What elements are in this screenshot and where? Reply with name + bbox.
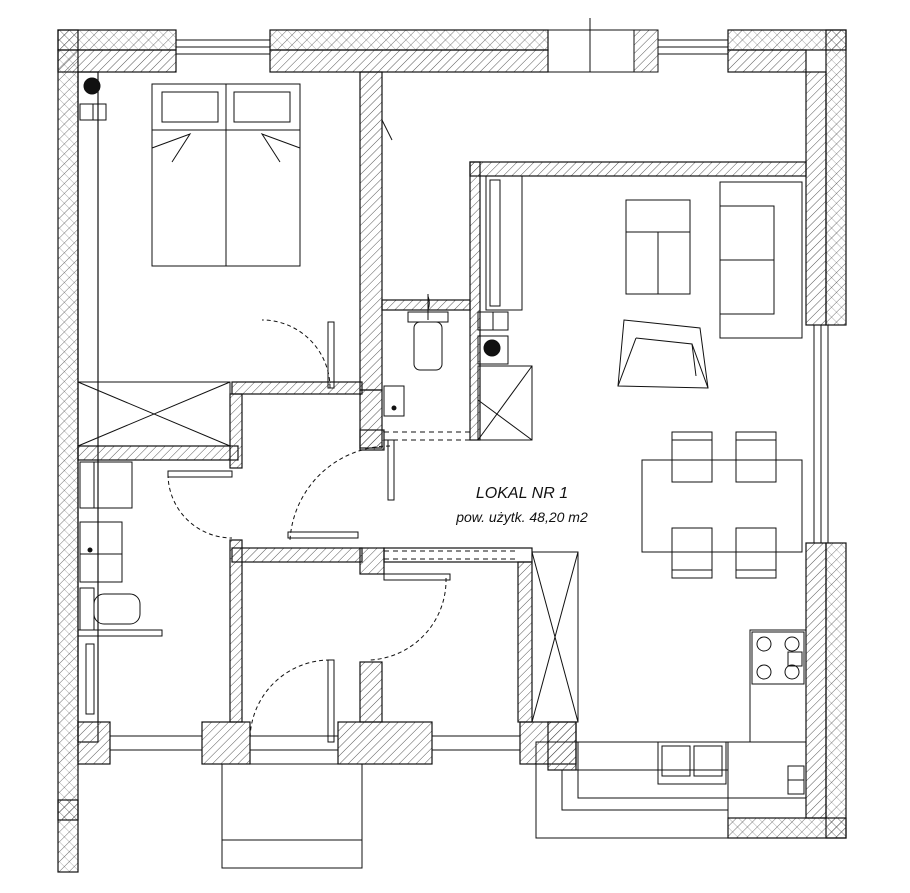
dining-table — [641, 459, 803, 553]
duvet-fold-left — [151, 133, 192, 163]
bathroom-shelf — [77, 629, 163, 637]
wall-pier-center — [359, 547, 385, 575]
tv-cabinet — [485, 175, 523, 311]
kitchen — [577, 629, 807, 799]
partition-mark-1 — [381, 119, 393, 141]
wardrobe-cross-2 — [77, 381, 231, 447]
towel-radiator — [85, 643, 95, 715]
sink-drain-icon — [391, 405, 397, 411]
wall-bedroom-right — [359, 71, 383, 391]
door-bathroom-leaf — [167, 470, 233, 478]
wall-wc-corner — [359, 429, 385, 451]
burner-1-icon — [756, 636, 772, 652]
bottom-wall-pier-3 — [337, 721, 433, 765]
wall-living-top — [469, 161, 807, 177]
top-wall-mid — [269, 49, 549, 73]
stair-well — [531, 551, 579, 723]
dining-chair-3 — [671, 527, 713, 579]
chimney-top — [633, 29, 659, 73]
entrance-terrace — [221, 365, 729, 869]
bottom-wall-pier-2 — [201, 721, 251, 765]
toilet-bowl — [413, 321, 443, 371]
ventilation-icon — [83, 77, 101, 95]
cooktop-control — [787, 651, 803, 667]
partition-marks — [381, 119, 471, 300]
door-bedroom-arc — [261, 319, 331, 389]
top-wall-right — [727, 49, 807, 73]
balcony-inner — [561, 769, 729, 811]
ventilation-icon-living — [483, 339, 501, 357]
left-wall-bottom-insulation — [57, 799, 79, 873]
washing-machine-panel — [79, 461, 95, 509]
door-bathroom-arc — [167, 473, 233, 539]
sink-bowl-1 — [661, 745, 691, 777]
wall-hall-left-upper — [229, 393, 243, 469]
unit-area-label: pow. użytk. 48,20 m2 — [455, 509, 588, 525]
door-bedroom-leaf — [327, 321, 335, 389]
wardrobe — [77, 381, 231, 447]
left-wall-insulation — [57, 29, 79, 821]
burner-4-icon — [784, 664, 800, 680]
right-wall-insulation-top — [825, 29, 847, 326]
wall-wardrobe-bottom — [77, 445, 239, 461]
hall-cabinet — [477, 365, 533, 441]
dining-chair-4 — [735, 527, 777, 579]
shower-tray — [79, 521, 123, 583]
entrance-canopy — [221, 763, 363, 869]
wall-room2-right — [359, 661, 383, 723]
wall-balcony-pier — [547, 721, 577, 771]
windows — [109, 18, 829, 751]
right-wall-bottom — [805, 542, 827, 819]
door-entrance-leaf — [327, 659, 335, 743]
kitchen-counter-bottom — [577, 741, 807, 799]
stair-diag-2 — [531, 551, 579, 723]
interior-walls — [77, 71, 807, 771]
burner-2-icon — [784, 636, 800, 652]
right-wall-insulation-bottom — [825, 542, 847, 839]
living-room — [477, 175, 803, 579]
wall-hall-left-lower — [229, 539, 243, 723]
boiler-box — [477, 335, 509, 365]
door-hall-leaf-2 — [287, 531, 359, 539]
door-room2-arc — [369, 577, 447, 661]
cooktop — [751, 631, 805, 685]
wc-room — [383, 294, 449, 417]
window-bottom-hall — [431, 735, 521, 751]
door-entrance-arc — [249, 659, 331, 741]
pillow-right — [233, 91, 291, 123]
toilet-bowl-bath — [93, 593, 141, 625]
bottom-wall-left-pier — [77, 721, 111, 765]
shower-drain-icon — [87, 547, 93, 553]
exterior-walls — [57, 29, 847, 873]
door-room2-leaf — [383, 573, 451, 581]
dining-chair-2 — [735, 431, 777, 483]
bathroom — [77, 461, 163, 715]
bedroom — [77, 77, 301, 447]
burner-3-icon — [756, 664, 772, 680]
pillow-left — [161, 91, 219, 123]
bottom-right-insulation — [727, 817, 847, 839]
duvet-fold-right — [260, 133, 301, 163]
wall-hall-right — [517, 561, 533, 723]
door-openings — [382, 299, 518, 560]
dining-chair-1 — [671, 431, 713, 483]
wall-room2-top — [231, 547, 363, 563]
door-hall-leaf — [387, 439, 395, 501]
hall-cabinet-diag — [477, 365, 533, 441]
hall-cabinet-diag-2 — [477, 399, 533, 441]
wall-hall-top — [231, 381, 363, 395]
right-wall-top — [805, 71, 827, 326]
armchair-arm — [617, 337, 637, 387]
wall-wc-top — [381, 299, 471, 311]
window-bottom-bathroom — [109, 735, 203, 751]
unit-name-label: LOKAL NR 1 — [476, 485, 568, 502]
wc-sink — [383, 385, 405, 417]
armchair-arm-2 — [691, 343, 709, 389]
tv-unit — [489, 179, 501, 307]
window-bottom-room — [249, 735, 339, 751]
sink-bowl-2 — [693, 745, 723, 777]
top-wall-insulation-mid — [269, 29, 549, 51]
